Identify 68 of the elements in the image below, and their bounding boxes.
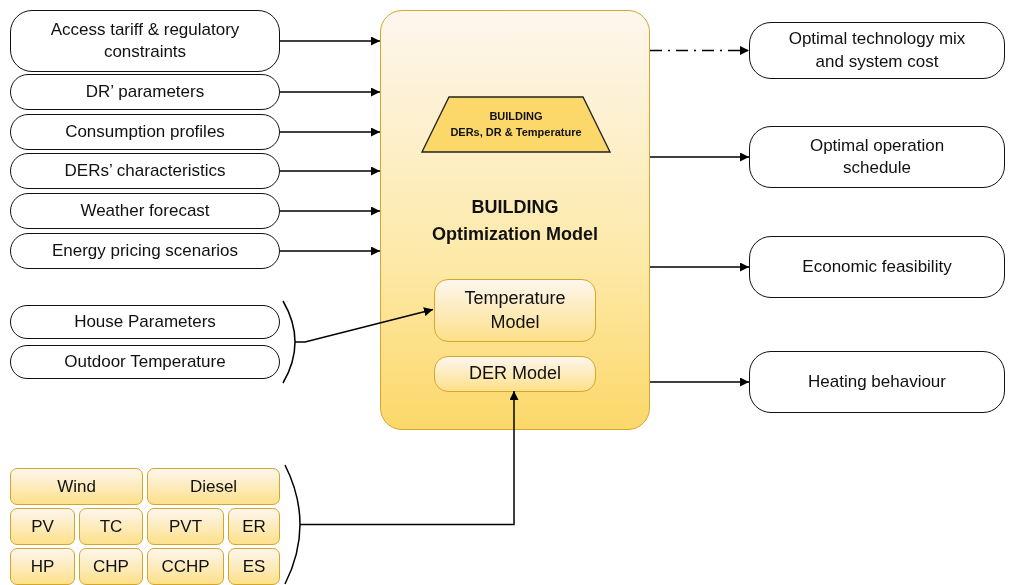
technology-tile (10, 468, 143, 505)
node-label: Temperature Model (463, 287, 567, 334)
input-pill (10, 74, 280, 110)
arrow (649, 46, 750, 55)
arrow (279, 87, 381, 97)
node-label: Diesel (189, 476, 238, 497)
model-panel (380, 10, 650, 430)
input-pill (10, 114, 280, 150)
input-pill (10, 153, 280, 189)
shape-label: DERs, DR & Temperature (450, 124, 582, 140)
rounded-box (749, 236, 1005, 298)
bracket (284, 464, 301, 585)
arrow (649, 377, 750, 387)
rounded-box (10, 10, 280, 72)
arrow (279, 36, 381, 46)
bracket (282, 300, 296, 384)
node-label: ES (242, 556, 266, 577)
node-label: HP (30, 556, 55, 577)
rounded-box (749, 22, 1005, 79)
node-label: CCHP (161, 556, 210, 577)
node-label: Energy pricing scenarios (51, 239, 239, 262)
node-label: PVT (168, 516, 203, 537)
arrow (279, 246, 381, 256)
arrow (649, 152, 750, 162)
technology-tile (147, 468, 280, 505)
node-label: ER (242, 516, 266, 537)
arrow (279, 127, 381, 137)
arrow (294, 307, 434, 343)
input-pill (10, 233, 280, 269)
technology-tile (147, 548, 224, 585)
node-label: Wind (57, 476, 96, 497)
arrow (279, 166, 381, 176)
arrow (649, 262, 750, 272)
input-pill (10, 193, 280, 229)
node-label: Consumption profiles (65, 120, 225, 143)
node-label: Optimal technology mix and system cost (787, 28, 967, 73)
node-label: Optimal operation schedule (808, 134, 946, 179)
node-label: House Parameters (74, 310, 216, 333)
submodel-box (434, 279, 596, 342)
model-title: BUILDING (470, 196, 560, 219)
submodel-box (434, 356, 596, 392)
node-label: TC (99, 516, 123, 537)
technology-tile (79, 508, 143, 545)
node-label: DERs’ characteristics (64, 159, 226, 182)
arrow (299, 390, 519, 526)
model-title: Optimization Model (431, 223, 599, 246)
technology-tile (10, 548, 75, 585)
node-label: Weather forecast (80, 199, 210, 222)
node-label: CHP (93, 556, 129, 577)
node-label: PV (31, 516, 54, 537)
shape-label: BUILDING (489, 108, 543, 124)
node-label: Heating behaviour (808, 370, 946, 393)
node-label: Economic feasibility (802, 255, 952, 278)
input-pill (10, 305, 280, 339)
technology-tile (147, 508, 224, 545)
rounded-box (749, 126, 1005, 188)
node-label: Access tariff & regulatory constraints (50, 18, 240, 63)
input-pill (10, 345, 280, 379)
technology-tile (228, 508, 280, 545)
arrow (279, 206, 381, 216)
technology-tile (10, 508, 75, 545)
node-label: Outdoor Temperature (64, 350, 226, 373)
node-label: DER Model (469, 362, 561, 386)
technology-tile (79, 548, 143, 585)
node-label: DR’ parameters (85, 80, 205, 103)
rounded-box (749, 351, 1005, 413)
trapezoid-shape (421, 96, 611, 153)
technology-tile (228, 548, 280, 585)
